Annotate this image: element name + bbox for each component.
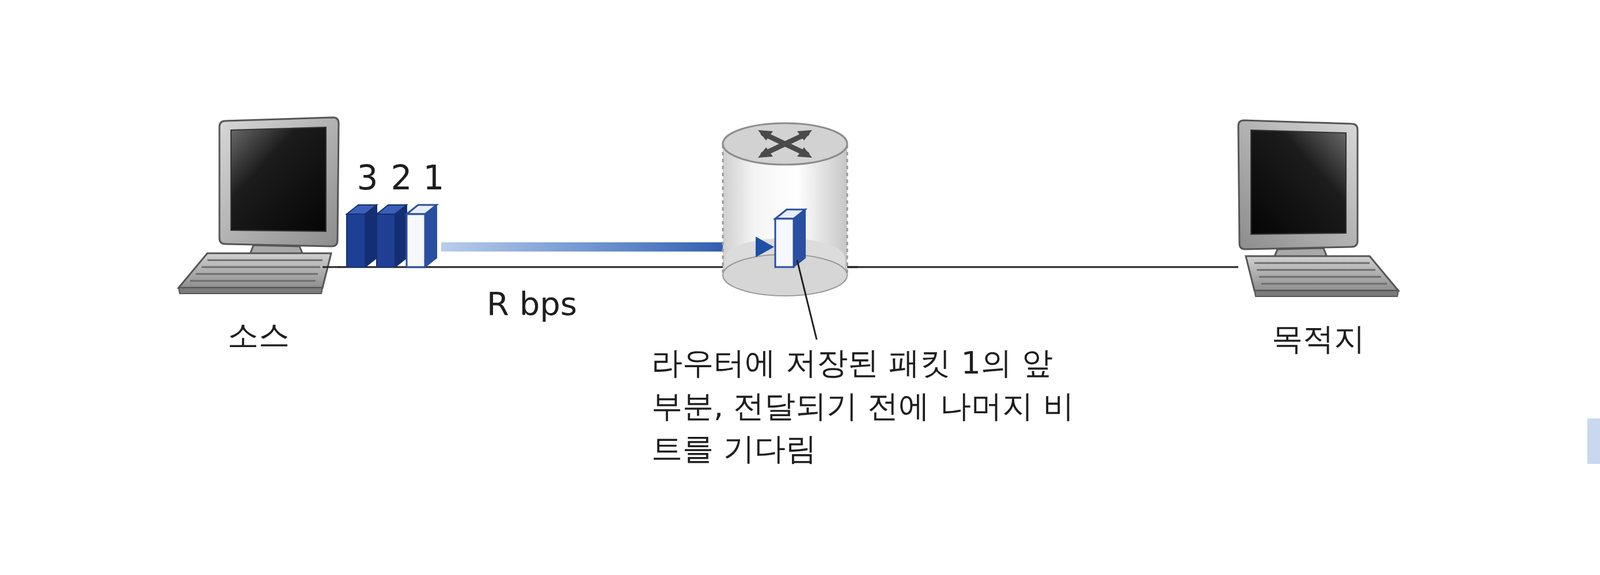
callout-note: 라우터에 저장된 패킷 1의 앞부분, 전달되기 전에 나머지 비트를 기다림 — [651, 342, 1078, 472]
flow-arrow-shaft — [441, 242, 760, 252]
leader-line — [797, 260, 817, 340]
node-label: 목적지 — [1238, 319, 1399, 360]
computer-node: 목적지 — [1238, 120, 1399, 297]
computer-node: 소스 — [178, 117, 339, 297]
packet-number: 3 — [357, 158, 379, 199]
packet-1-in-router — [775, 209, 806, 268]
page-edge-tab — [1587, 418, 1600, 465]
packet-2 — [376, 205, 407, 268]
router — [722, 123, 848, 297]
destination-computer — [1238, 120, 1399, 297]
flow-arrow-head — [755, 236, 775, 258]
packet-1 — [406, 205, 437, 268]
packet-number: 2 — [391, 158, 413, 199]
link-line — [847, 266, 859, 269]
source-computer — [178, 117, 339, 294]
packet-number: 1 — [423, 158, 445, 199]
packet-3 — [346, 205, 377, 268]
link-rate-label: R bps — [486, 284, 578, 324]
node-label: 소스 — [178, 315, 339, 356]
link-line — [322, 266, 340, 269]
